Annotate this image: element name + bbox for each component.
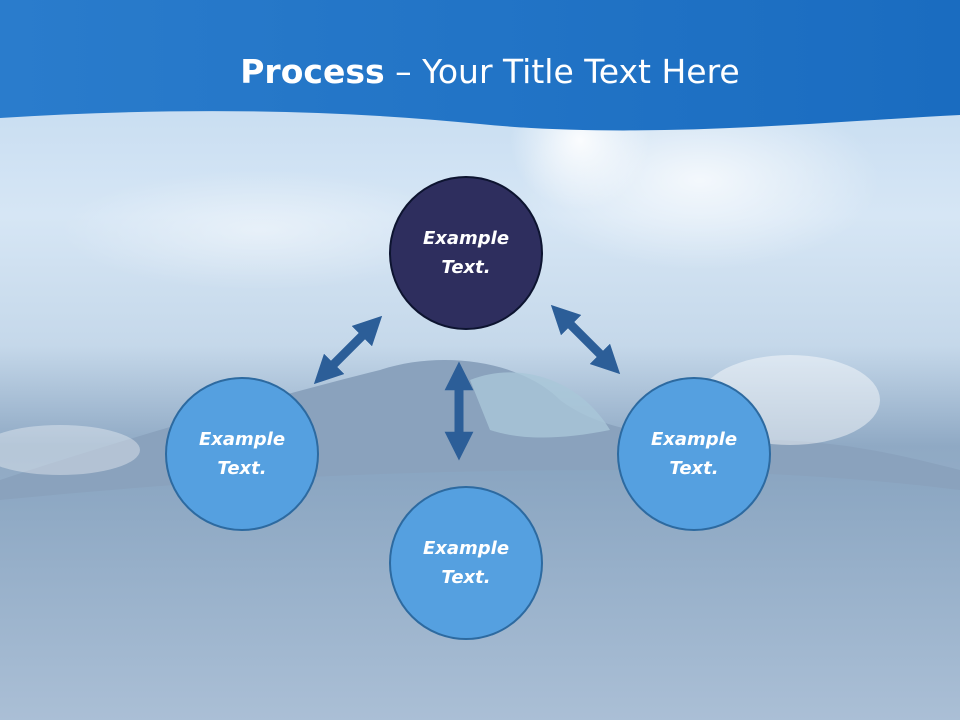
node-label: Example Text. (198, 429, 286, 479)
process-node-bottom: Example Text. (389, 486, 543, 640)
process-node-left: Example Text. (165, 377, 319, 531)
node-label: Example Text. (422, 228, 510, 278)
title-bold: Process (240, 52, 385, 91)
arrow-top-left (313, 315, 383, 385)
arrow-top-right (550, 304, 621, 375)
node-label: Example Text. (650, 429, 738, 479)
slide-title: Process – Your Title Text Here (0, 52, 960, 91)
process-node-top: Example Text. (389, 176, 543, 330)
node-label: Example Text. (422, 538, 510, 588)
process-node-right: Example Text. (617, 377, 771, 531)
title-rest: – Your Title Text Here (384, 52, 740, 91)
